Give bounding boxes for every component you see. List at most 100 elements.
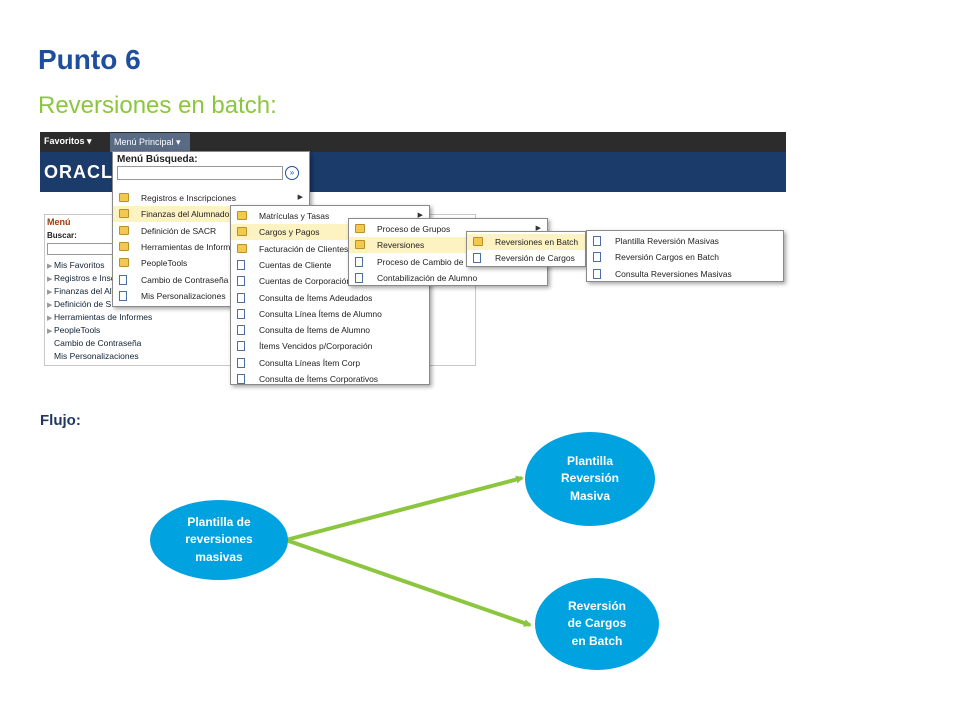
menu-panel-item-label: Mis Favoritos (54, 260, 105, 270)
menu-panel-item-label: Registros e Insc (54, 273, 115, 283)
submenu-arrow-icon: ▶ (417, 212, 423, 219)
submenu-arrow-icon: ▶ (535, 225, 541, 232)
menu-item[interactable]: Matrículas y Tasas ▶ (231, 208, 429, 224)
menu-item[interactable]: Consulta de Ítems Adeudados (231, 290, 429, 306)
peoplesoft-screenshot: Favoritos ▾ Menú Principal ▾ ORACL Menú … (40, 132, 786, 385)
menu-item[interactable]: Cuentas de Corporación (231, 273, 429, 289)
menu-panel-item[interactable]: ▶Finanzas del Al (47, 285, 152, 298)
menu-item-label: Proceso de Cambio de (377, 256, 464, 267)
page-icon (237, 357, 245, 368)
menu-item[interactable]: Definición de SACR (113, 223, 309, 239)
menu-panel-item-label: Definición de S (54, 299, 112, 309)
folder-icon (237, 243, 247, 253)
menu-item-label: Cargos y Pagos (259, 227, 320, 238)
menu-item-label: Plantilla Reversión Masivas (615, 236, 719, 246)
expand-icon: ▶ (47, 328, 53, 335)
folder-icon (237, 211, 247, 220)
menu-search-label: Buscar: (47, 231, 77, 240)
menu-item[interactable]: PeopleTools (113, 255, 309, 271)
top-nav-bar: Favoritos ▾ Menú Principal ▾ (40, 132, 786, 152)
menu-search-field[interactable] (117, 166, 283, 180)
menu-panel-item-label: Herramientas de Informes (54, 312, 153, 322)
menu-item[interactable]: Consulta Líneas Ítem Corp (231, 355, 429, 371)
menu-item[interactable]: Plantilla Reversión Masivas (587, 233, 783, 249)
menu-item-label: Consulta Reversiones Masivas (615, 268, 732, 279)
menu-search-title: Menú Búsqueda: (117, 154, 198, 165)
page-icon (355, 272, 363, 283)
menu-panel-item[interactable]: ▶Registros e Insc (47, 272, 152, 285)
folder-icon (473, 237, 483, 246)
menu-item[interactable]: Registros e Inscripciones ▶ (113, 190, 309, 206)
flow-label: Flujo: (40, 412, 81, 429)
page-icon (237, 276, 245, 287)
menu-item-label: Facturación de Clientes (259, 243, 349, 254)
page-icon (237, 374, 245, 384)
page-icon (593, 252, 601, 263)
expand-icon: ▶ (47, 302, 53, 309)
menu-item-label: Consulta de Ítems Corporativos (259, 374, 379, 384)
menu-item-label: Registros e Inscripciones (141, 193, 236, 203)
menu-item-label: Proceso de Grupos (377, 224, 451, 234)
folder-icon (119, 241, 129, 251)
menu-item[interactable]: Mis Personalizaciones (113, 288, 309, 304)
menu-item[interactable]: Ítems Vencidos p/Corporación (231, 338, 429, 354)
main-menu-button[interactable]: Menú Principal ▾ (110, 133, 190, 152)
menu-item[interactable]: Consulta Reversiones Masivas (587, 266, 783, 282)
menu-item-label: Matrículas y Tasas (259, 211, 330, 221)
arrow-to-top-node (285, 475, 524, 542)
menu-panel-item-label: Finanzas del Al (54, 286, 112, 296)
expand-icon: ▶ (47, 276, 53, 283)
favorites-menu[interactable]: Favoritos ▾ (44, 136, 92, 146)
search-go-icon[interactable]: » (285, 166, 299, 180)
menu-item-label: Contabilización de Alumno (377, 272, 478, 283)
page-icon (237, 325, 245, 336)
menu-item[interactable]: Consulta de Ítems de Alumno (231, 322, 429, 338)
page-icon (237, 308, 245, 319)
menu-item-label: Ítems Vencidos p/Corporación (259, 341, 373, 352)
menu-item[interactable]: Consulta de Ítems Corporativos (231, 371, 429, 387)
expand-icon: ▶ (47, 289, 53, 296)
folder-icon (119, 193, 129, 202)
menu-item[interactable]: Reversión Cargos en Batch (587, 249, 783, 265)
menu-panel-item-label: Cambio de Contraseña (54, 338, 142, 348)
menu-panel-item-label: Mis Personalizaciones (54, 351, 139, 361)
menu-item[interactable]: Contabilización de Alumno (349, 270, 547, 286)
menu-panel-item[interactable]: ▶Herramientas de Informes (47, 311, 152, 324)
menu-item-label: Consulta de Ítems Adeudados (259, 292, 373, 303)
menu-item[interactable]: Proceso de Cambio de (349, 254, 547, 270)
menu-item[interactable]: Cambio de Contraseña (113, 272, 309, 288)
menu-item[interactable]: Proceso de Grupos ▶ (349, 221, 547, 237)
menu-item[interactable]: Cuentas de Cliente (231, 257, 429, 273)
folder-icon (237, 227, 247, 237)
menu-item-label: Consulta Línea Ítems de Alumno (259, 308, 382, 319)
expand-icon: ▶ (47, 263, 53, 270)
folder-icon (355, 224, 365, 233)
menu-item[interactable]: Reversiones en Batch (467, 234, 585, 250)
menu-item-label: Reversión de Cargos (495, 253, 575, 264)
menu-search-input[interactable] (47, 243, 117, 255)
page-icon (237, 292, 245, 303)
page-icon (593, 268, 601, 279)
menu-item-label: Cuentas de Cliente (259, 259, 332, 270)
slide-title: Punto 6 (38, 44, 141, 75)
menu-item[interactable]: Reversión de Cargos (467, 250, 585, 266)
submenu-arrow-icon: ▶ (297, 194, 303, 201)
menu-item[interactable]: Facturación de Clientes (231, 241, 429, 257)
menu-item[interactable]: Herramientas de Inform (113, 239, 309, 255)
menu-item[interactable]: Consulta Línea Ítems de Alumno (231, 306, 429, 322)
page-icon (473, 253, 481, 264)
menu-panel-item[interactable]: ▶PeopleTools (47, 324, 152, 337)
menu-panel-item[interactable]: ▶Definición de S (47, 298, 152, 311)
menu-panel-item[interactable]: Mis Personalizaciones (47, 350, 152, 363)
menu-panel-item[interactable]: ▶Mis Favoritos (47, 259, 152, 272)
menu-item-label: PeopleTools (141, 258, 188, 269)
slide-subtitle: Reversiones en batch: (38, 92, 277, 119)
arrow-to-bottom-node (285, 538, 532, 627)
menu-panel-item[interactable]: Cambio de Contraseña (47, 337, 152, 350)
menu-item-label: Cuentas de Corporación (259, 276, 352, 287)
menu-item-label: Reversión Cargos en Batch (615, 252, 719, 263)
